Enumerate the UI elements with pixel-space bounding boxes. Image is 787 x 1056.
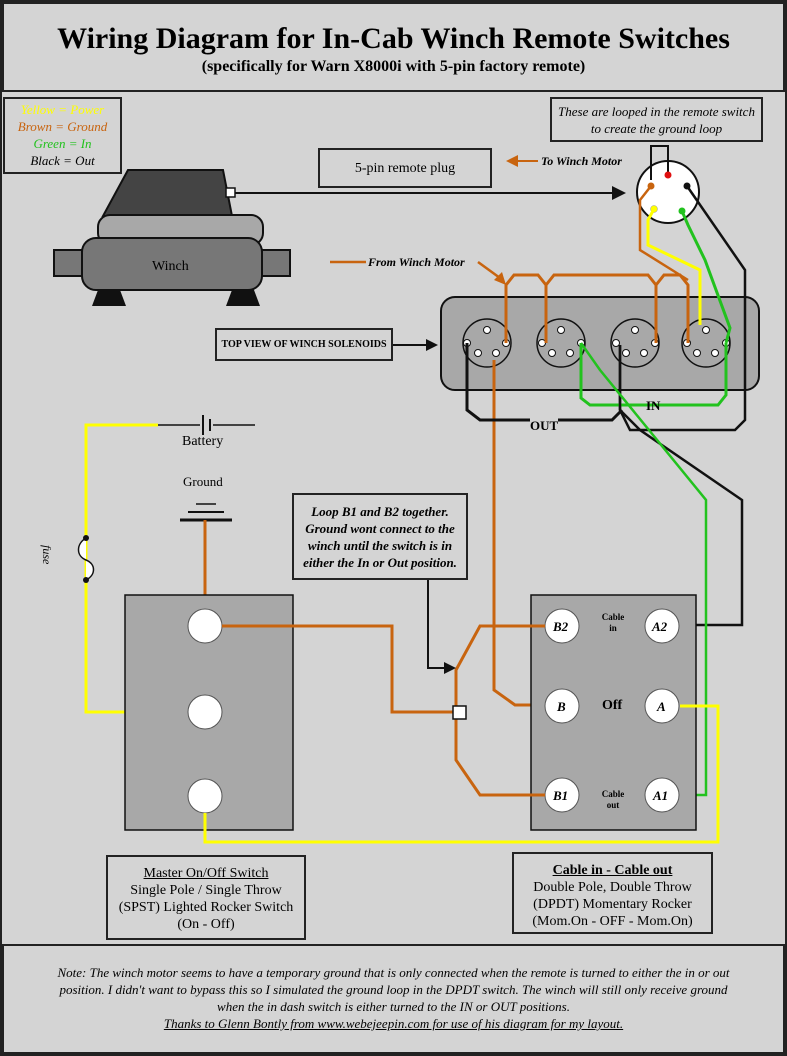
out-label: OUT [530,418,559,434]
master-switch-line2: (SPST) Lighted Rocker Switch [118,900,294,915]
page-title: Wiring Diagram for In-Cab Winch Remote S… [57,22,730,55]
page-subtitle: (specifically for Warn X8000i with 5-pin… [201,58,586,75]
legend-brown: Brown = Ground [17,119,108,134]
note-thanks: Thanks to Glenn Bontly from www.webejeep… [163,1016,624,1031]
note-line3: when the in dash switch is either turned… [217,999,570,1014]
solenoid-label: TOP VIEW OF WINCH SOLENOIDS [215,328,393,361]
terminal-a: A [657,699,666,714]
legend-black: Black = Out [30,153,95,168]
note-line2: position. I didn't want to bypass this s… [59,982,728,997]
legend-green: Green = In [33,136,92,151]
master-switch-line3: (On - Off) [177,917,235,932]
note-box: Note: The winch motor seems to have a te… [2,944,785,1054]
loop-note-box: Loop B1 and B2 together. Ground wont con… [292,493,468,580]
cable-out-label: Cable out [601,789,625,810]
title-box: Wiring Diagram for In-Cab Winch Remote S… [2,2,785,92]
terminal-b1: B1 [553,788,569,803]
cable-switch-title: Cable in - Cable out [552,863,673,878]
cable-switch-line2: (DPDT) Momentary Rocker [533,897,692,912]
wire-color-legend: Yellow = Power Brown = Ground Green = In… [3,97,122,174]
cable-switch-line3: (Mom.On - OFF - Mom.On) [532,914,693,929]
remote-plug-icon [636,145,700,224]
fuse-label: fuse [40,545,54,565]
terminal-a1: A1 [653,788,669,803]
winch-label: Winch [152,259,189,274]
terminal-b2: B2 [553,619,569,634]
ground-label: Ground [183,474,223,489]
cable-switch-line1: Double Pole, Double Throw [533,880,692,895]
master-switch-title: Master On/Off Switch [143,866,269,881]
off-label: Off [602,698,623,713]
terminal-b: B [557,699,566,714]
cable-in-label: Cable in [601,612,625,633]
battery-label: Battery [182,434,224,449]
note-line1: Note: The winch motor seems to have a te… [57,965,730,980]
master-switch-line1: Single Pole / Single Throw [130,883,282,898]
plug-loop-note: These are looped in the remote switch to… [550,97,763,142]
to-winch-motor-label: To Winch Motor [541,154,622,168]
terminal-a2: A2 [652,619,668,634]
plug-label: 5-pin remote plug [318,148,492,188]
in-label: IN [646,398,661,413]
from-winch-motor-label: From Winch Motor [368,255,465,269]
winch-icon [53,169,291,306]
master-switch-description: Master On/Off Switch Single Pole / Singl… [106,855,306,940]
cable-switch-description: Cable in - Cable out Double Pole, Double… [512,852,713,934]
legend-yellow: Yellow = Power [20,102,105,117]
